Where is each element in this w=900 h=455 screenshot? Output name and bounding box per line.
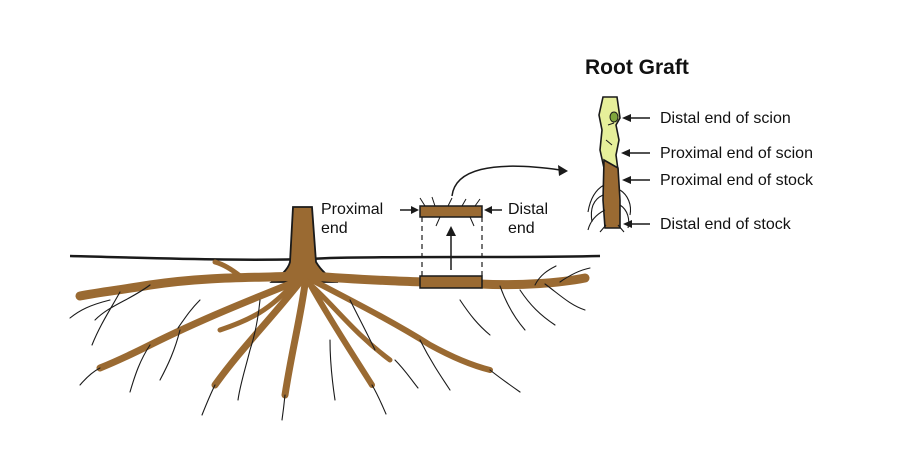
stock-piece — [602, 158, 621, 229]
up-arrow-head — [446, 226, 456, 236]
root-piece-top — [419, 205, 483, 218]
distal-end-label: Distal end — [508, 200, 548, 238]
distal-label-line2: end — [508, 220, 535, 237]
root-piece-rootlets — [419, 196, 481, 227]
distal-arrow-head — [484, 206, 492, 214]
proximal-end-label: Proximal end — [321, 200, 383, 238]
graft-illustration — [587, 96, 650, 233]
scion-piece — [598, 96, 621, 171]
proximal-arrow-head — [411, 206, 419, 214]
stock-rootlets — [587, 184, 632, 233]
transfer-arrow — [451, 165, 561, 197]
root-gap-segment — [419, 275, 483, 289]
distal-label-line1: Distal — [508, 201, 549, 218]
ground-line — [69, 254, 601, 261]
proximal-end-of-stock-label: Proximal end of stock — [660, 172, 813, 189]
proximal-label-line2: end — [321, 220, 348, 237]
excised-root-section — [400, 165, 568, 289]
diagram-title: Root Graft — [585, 56, 689, 79]
proximal-end-of-scion-label: Proximal end of scion — [660, 145, 813, 162]
distal-end-of-scion-label: Distal end of scion — [660, 110, 791, 127]
scion-bud — [609, 111, 619, 123]
tree-root-system — [69, 206, 591, 421]
proximal-label-line1: Proximal — [321, 201, 384, 218]
distal-end-of-stock-label: Distal end of stock — [660, 216, 791, 233]
transfer-arrow-head — [558, 165, 568, 176]
